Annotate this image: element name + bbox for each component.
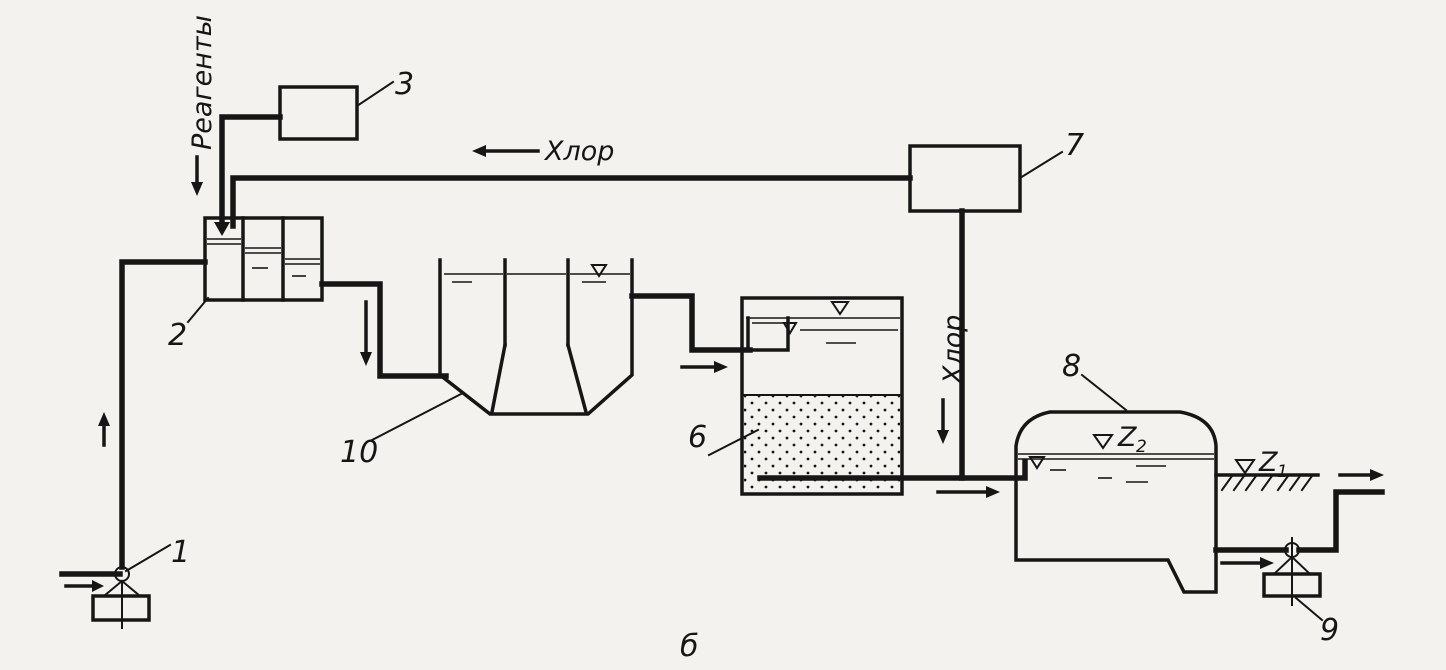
reservoir-inlet-arrow	[936, 486, 1000, 498]
label-chlorine-top: Хлор	[543, 136, 614, 167]
label-chlorine-vertical: Хлор	[938, 315, 969, 386]
label-clarifier-10: 10	[340, 435, 378, 470]
leader-2	[186, 296, 210, 324]
pump-1	[59, 566, 151, 629]
ground-level	[1214, 459, 1320, 492]
filter-inlet-arrow	[680, 361, 728, 373]
mixer-2	[203, 216, 324, 302]
raw-water-pipe	[119, 259, 208, 570]
upflow-arrow	[98, 412, 110, 447]
clarifier-10	[370, 258, 634, 442]
svg-text:Z: Z	[1258, 447, 1278, 478]
chlorine-line-to-mixer	[230, 175, 913, 229]
reagents-arrow	[191, 155, 203, 196]
pump-inlet-arrow	[1220, 557, 1274, 569]
label-level-z1: Z 1	[1258, 447, 1288, 482]
figure-caption: б	[680, 629, 699, 664]
label-chlorinator-7: 7	[1065, 128, 1084, 163]
svg-text:1: 1	[1277, 462, 1288, 482]
label-level-z2: Z 2	[1117, 422, 1147, 457]
label-filter-6: 6	[688, 420, 707, 455]
leader-1	[124, 543, 172, 573]
label-pump-1: 1	[171, 535, 190, 570]
chlorinator-7	[908, 144, 1064, 481]
label-doser-3: 3	[395, 67, 414, 102]
label-reservoir-8: 8	[1062, 349, 1081, 384]
filtered-water-pipe	[757, 459, 1028, 481]
svg-text:Z: Z	[1117, 422, 1137, 453]
chlorine-down-arrow	[937, 398, 949, 444]
svg-text:2: 2	[1136, 437, 1147, 457]
pump-9	[1213, 489, 1385, 622]
reagent-doser-3	[214, 80, 395, 236]
label-pump-9: 9	[1320, 613, 1339, 648]
label-mixer-2: 2	[168, 318, 187, 353]
label-reagents: Реагенты	[187, 15, 218, 150]
clean-water-reservoir-8	[1014, 373, 1218, 594]
filter-6	[707, 296, 904, 496]
settler-to-filter-pipe	[629, 293, 753, 353]
chlorine-direction-arrow	[472, 145, 540, 157]
outlet-arrow	[1338, 469, 1384, 481]
inlet-arrow	[64, 580, 104, 592]
mixer-to-settler-pipe	[319, 281, 449, 379]
downflow-arrow	[360, 300, 372, 366]
